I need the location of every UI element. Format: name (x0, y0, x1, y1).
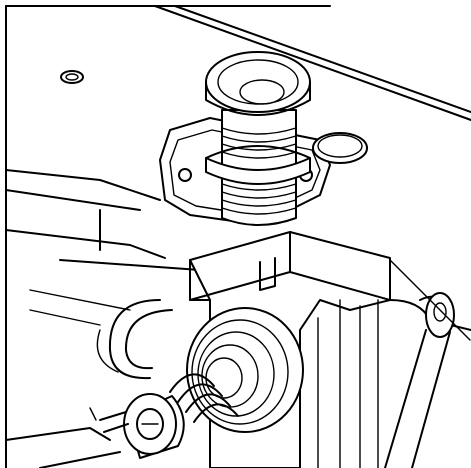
locking-nut (205, 145, 311, 185)
threaded-adjuster-knob (205, 51, 311, 226)
mounting-hole (60, 70, 84, 84)
washer-disc (312, 132, 368, 164)
frame-border (5, 5, 331, 468)
rod-linkage (384, 259, 471, 468)
tension-spring-assembly (169, 307, 304, 433)
thread-guide-loop (96, 299, 173, 380)
machine-bed-plate (5, 5, 471, 326)
base-plate-lower (5, 407, 121, 468)
spring-end-cap (99, 393, 185, 459)
